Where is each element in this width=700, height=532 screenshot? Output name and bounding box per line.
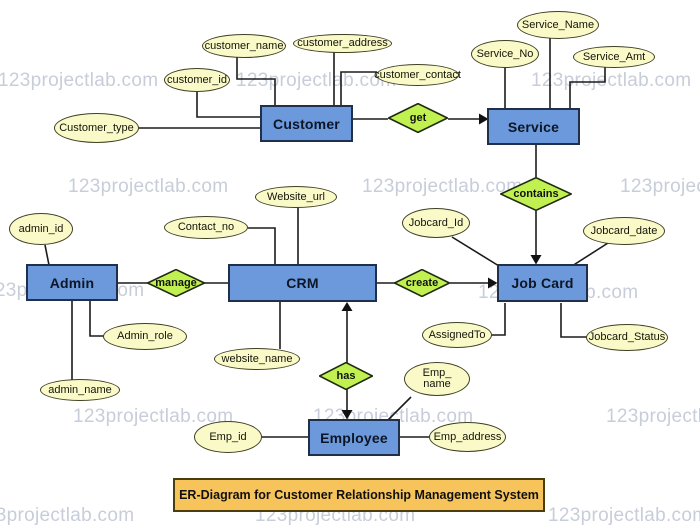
entity-service: Service [487,108,580,145]
attribute-website-name: website_name [214,348,300,370]
relationship-create: create [394,269,450,297]
diamond-shape [319,362,373,390]
attribute-customer-id: customer_id [164,68,230,92]
relationship-label: create [405,277,439,289]
attribute-service-amt: Service_Amt [573,46,655,68]
relationship-get: get [388,103,448,133]
attribute-service-no: Service_No [471,40,539,68]
attribute-jobcard-status: Jobcard_Status [586,324,668,351]
attribute-admin-id: admin_id [9,213,73,245]
attribute-emp-id: Emp_id [194,421,262,453]
entity-employee: Employee [308,419,400,456]
attribute-service-name: Service_Name [517,11,599,39]
attribute-customer-name: customer_name [202,34,286,58]
relationship-label: get [409,112,427,124]
attribute-emp-address: Emp_address [429,422,506,452]
entity-jobcard: Job Card [497,264,588,302]
diamond-shape [147,269,205,297]
relationship-label: contains [513,188,559,200]
attribute-customer-contact: customer_contact [374,64,461,86]
relationship-has: has [319,362,373,390]
attribute-customer-type: Customer_type [54,113,139,143]
attribute-jobcard-id: Jobcard_Id [402,208,470,238]
diamond-shape [500,177,572,211]
relationship-label: manage [155,277,197,289]
entity-customer: Customer [260,105,353,142]
attribute-admin-role: Admin_role [103,323,187,350]
diamond-shape [388,103,448,133]
diagram-title: ER-Diagram for Customer Relationship Man… [173,478,545,512]
diamond-shape [394,269,450,297]
attribute-admin-name: admin_name [40,379,120,401]
attribute-website-url: Website_url [255,186,337,208]
relationship-label: has [336,370,356,382]
attribute-customer-address: customer_address [293,34,392,53]
entity-crm: CRM [228,264,377,302]
relationship-manage: manage [147,269,205,297]
relationship-contains: contains [500,177,572,211]
attribute-contact-no: Contact_no [164,216,248,239]
attribute-jobcard-date: Jobcard_date [583,217,665,245]
attribute-assigned-to: AssignedTo [422,322,492,348]
entity-admin: Admin [26,264,118,301]
attribute-emp-name: Emp_ name [404,362,470,396]
